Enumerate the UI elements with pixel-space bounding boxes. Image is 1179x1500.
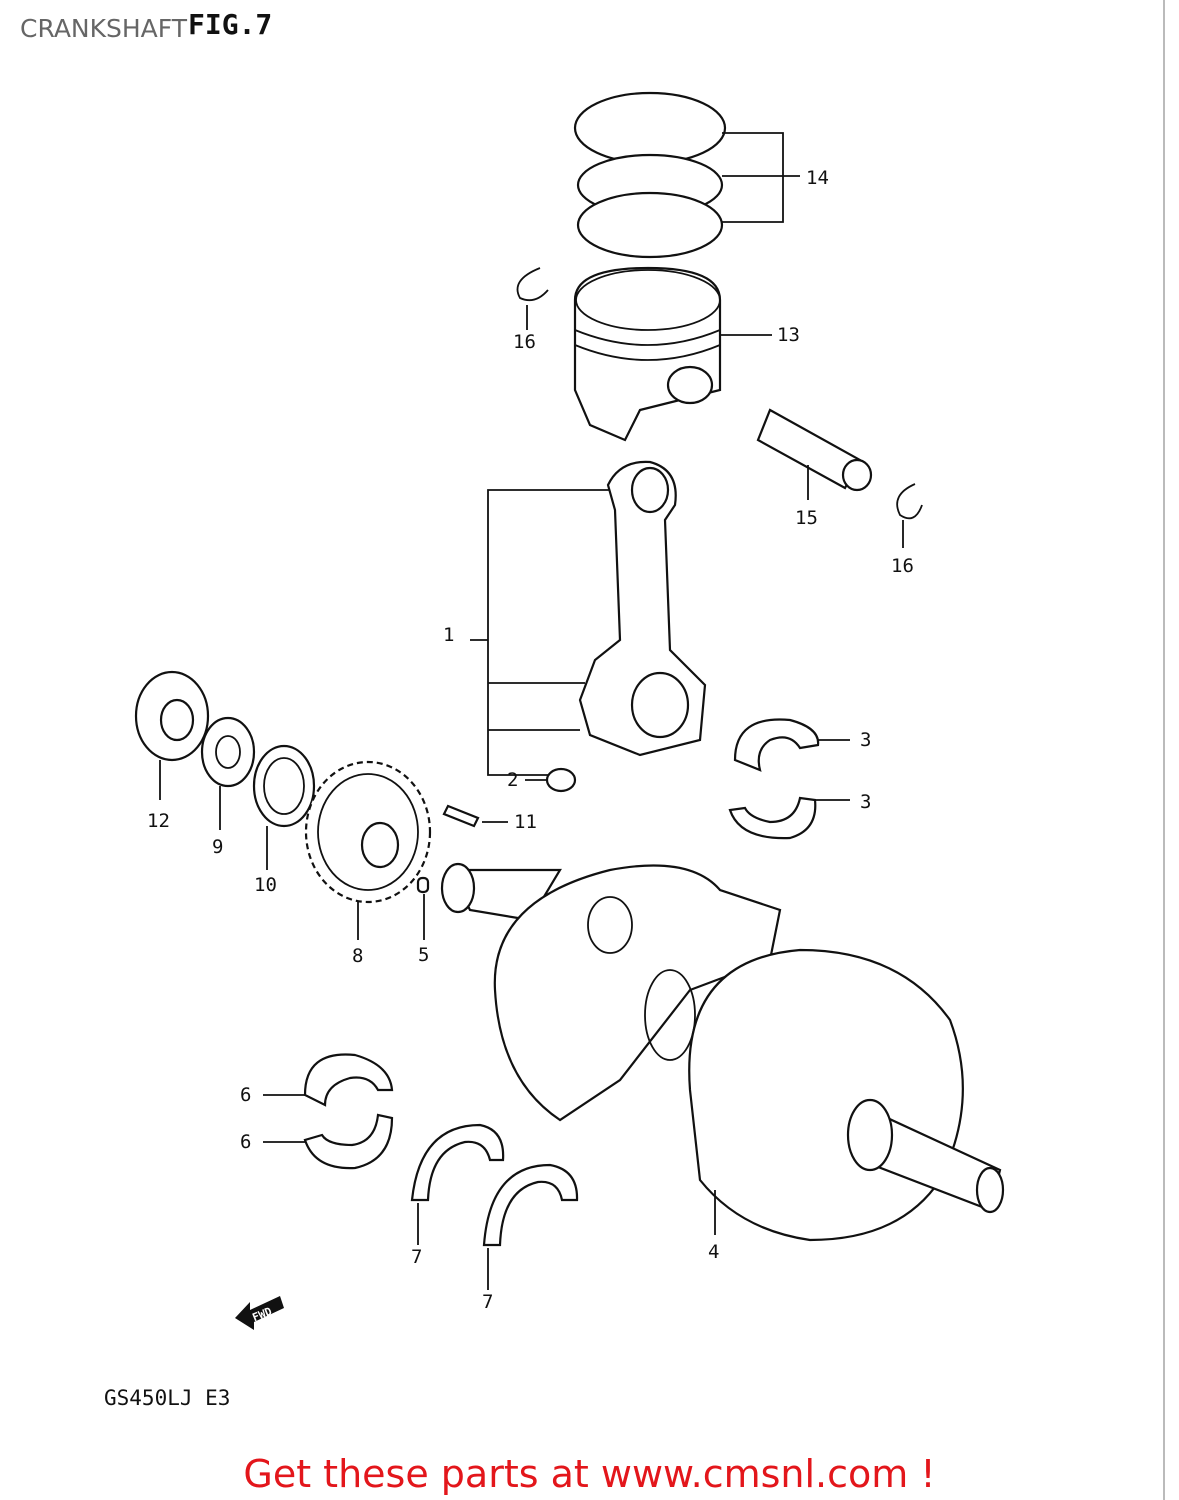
conrod-bearings [728, 718, 850, 840]
callout-16: 16 [513, 331, 536, 353]
callout-7: 7 [411, 1246, 422, 1268]
callout-16: 16 [891, 555, 914, 577]
callout-13: 13 [777, 324, 800, 346]
callout-14: 14 [806, 167, 829, 189]
callout-2: 2 [507, 769, 518, 791]
circlips [516, 267, 923, 548]
thrust-washers [410, 1123, 579, 1290]
piston-pin [756, 408, 873, 500]
callout-4: 4 [708, 1241, 719, 1263]
callout-3: 3 [860, 729, 871, 751]
callout-12: 12 [147, 810, 170, 832]
crankshaft [440, 862, 1005, 1242]
model-code: GS450LJ E3 [104, 1386, 231, 1410]
callout-1: 1 [443, 624, 454, 646]
page-title: CRANKSHAFT [20, 14, 187, 43]
figure-number: FIG.7 [188, 8, 273, 41]
callout-15: 15 [795, 507, 818, 529]
crank-gear [304, 760, 432, 940]
piston [573, 266, 772, 442]
callout-11: 11 [514, 811, 537, 833]
footer-banner-link[interactable]: Get these parts at www.cmsnl.com ! [243, 1452, 936, 1496]
callout-6: 6 [240, 1131, 251, 1153]
connecting-rod [470, 460, 707, 776]
rod-nut [525, 767, 577, 793]
callout-3: 3 [860, 791, 871, 813]
callout-7: 7 [482, 1291, 493, 1313]
key-and-pin [416, 804, 508, 940]
page-border [1163, 0, 1165, 1500]
callout-9: 9 [212, 836, 223, 858]
callout-10: 10 [254, 874, 277, 896]
callout-8: 8 [352, 945, 363, 967]
callout-6: 6 [240, 1084, 251, 1106]
end-parts [134, 670, 316, 870]
piston-rings [573, 91, 800, 259]
fwd-arrow-icon: FWD [235, 1296, 284, 1330]
callout-5: 5 [418, 944, 429, 966]
main-bearings [263, 1053, 394, 1170]
